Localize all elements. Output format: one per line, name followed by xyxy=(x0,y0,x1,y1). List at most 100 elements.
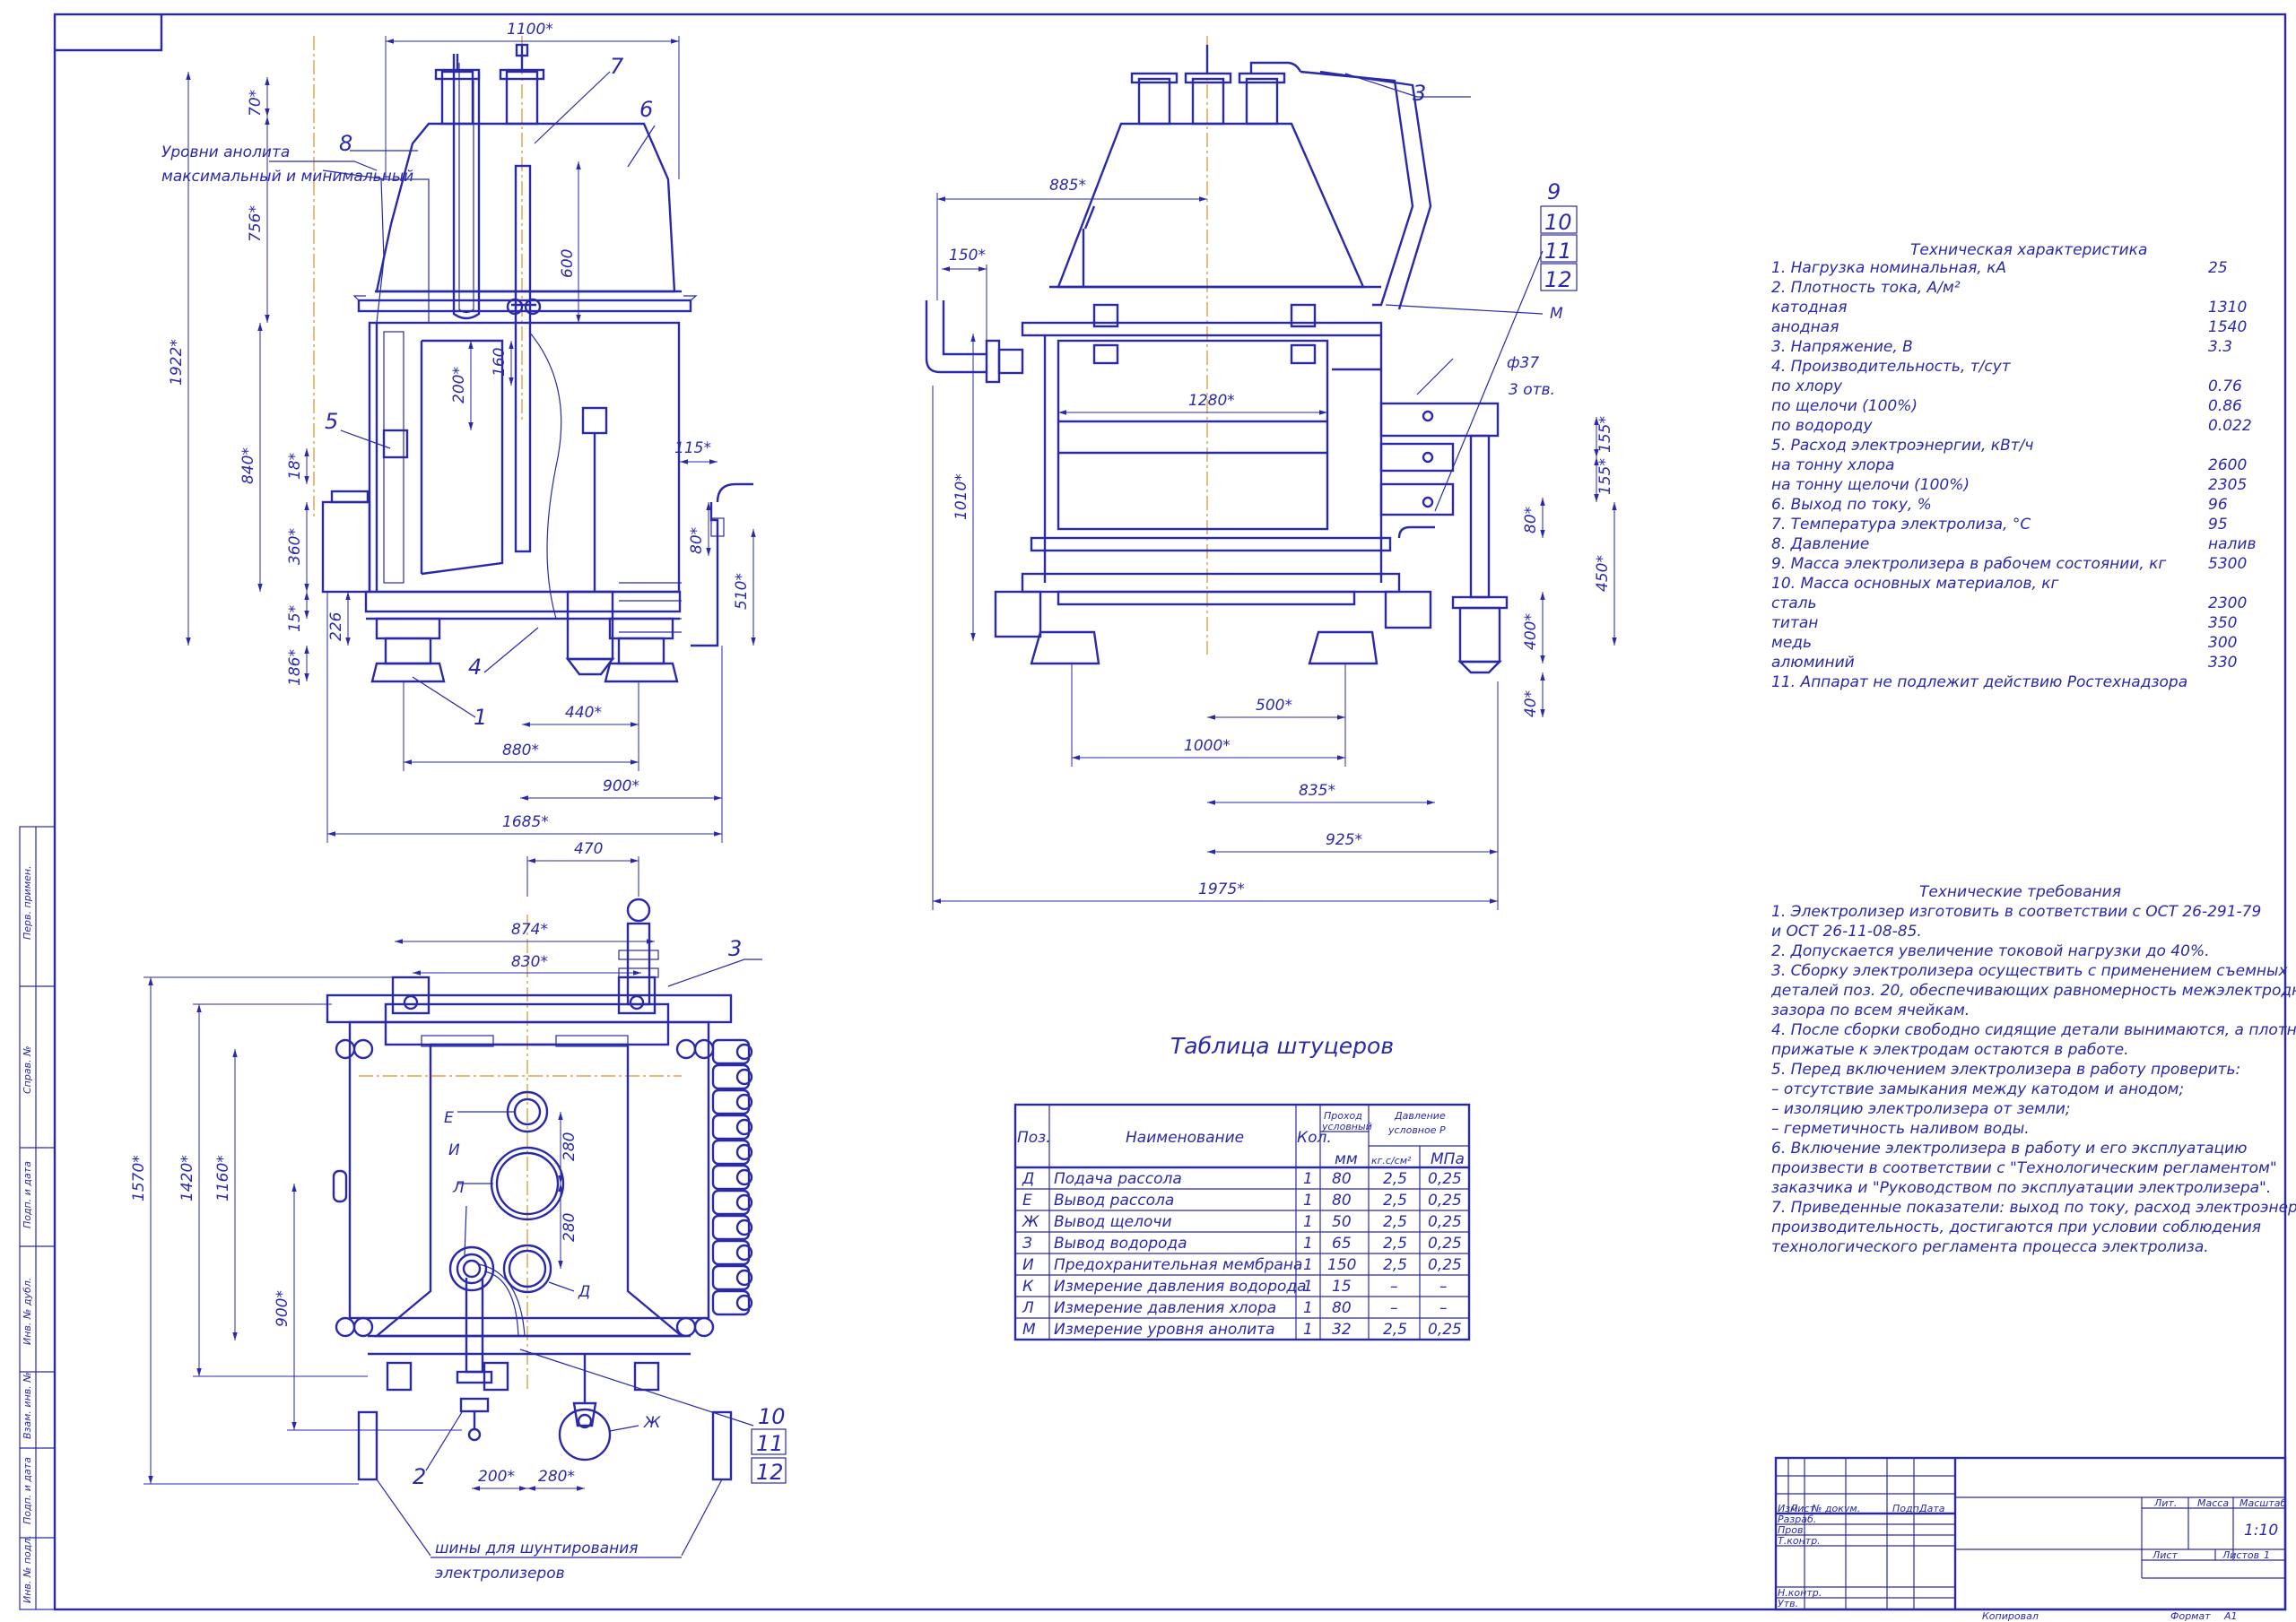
spec-label: титан xyxy=(1771,614,1818,632)
tb-col-date: Дата xyxy=(1918,1503,1945,1514)
tb-copied: Копировал xyxy=(1982,1610,2039,1622)
tb-col-izm: Изм. xyxy=(1778,1503,1801,1514)
tech-req-line: зазора по всем ячейкам. xyxy=(1771,1002,1970,1019)
tb-row-utv: Утв. xyxy=(1778,1598,1798,1609)
spec-label: алюминий xyxy=(1771,654,1855,672)
anolyte-note: максимальный и минимальный xyxy=(161,168,413,186)
spec-label: 2. Плотность тока, А/м² xyxy=(1771,279,1961,297)
plan-view xyxy=(326,898,762,1557)
table-row: К Измерение давления водорода 1 15 – – xyxy=(1022,1278,1448,1296)
table-header-p-mpa: МПа xyxy=(1431,1150,1465,1168)
cell-kgf: – xyxy=(1390,1278,1398,1296)
cell-dn: 32 xyxy=(1332,1321,1352,1339)
plan-dimensions xyxy=(144,856,655,1491)
spec-label: катодная xyxy=(1771,299,1848,317)
cell-qty: 1 xyxy=(1303,1299,1313,1317)
dim-text: 874* xyxy=(511,921,548,939)
table-header-dn: условный xyxy=(1321,1121,1372,1132)
tech-req-line: – герметичность наливом воды. xyxy=(1771,1120,2030,1138)
spec-label: 8. Давление xyxy=(1771,535,1869,553)
callout: 12 xyxy=(756,1460,784,1485)
dim-text: 155* xyxy=(1596,458,1614,495)
spec-label: 9. Масса электролизера в рабочем состоян… xyxy=(1771,555,2166,573)
spec-value: 0.022 xyxy=(2208,417,2252,435)
dim-text: 900* xyxy=(603,777,639,795)
cell-kgf: 2,5 xyxy=(1383,1321,1407,1339)
dim-text: 226 xyxy=(327,612,345,641)
sheet-frame xyxy=(19,13,2287,1611)
tech-spec-rows: 1. Нагрузка номинальная, кА 25 2. Плотно… xyxy=(1771,259,2256,691)
cell-mpa: 0,25 xyxy=(1428,1321,1462,1339)
strip-label: Справ. № xyxy=(22,1045,33,1094)
tech-req-line: деталей поз. 20, обеспечивающих равномер… xyxy=(1770,982,2296,1000)
tech-requirements: Технические требования 1. Электролизер и… xyxy=(1770,883,2296,1256)
dim-text: 1160* xyxy=(214,1155,232,1201)
table-row: Ж Вывод щелочи 1 50 2,5 0,25 xyxy=(1022,1213,1462,1231)
cell-kgf: 2,5 xyxy=(1383,1256,1407,1274)
dim-text: 500* xyxy=(1256,697,1292,715)
dim-text: 470 xyxy=(574,840,603,858)
cell-pos: Д xyxy=(1022,1170,1034,1188)
dim-text: 440* xyxy=(565,704,602,722)
spec-value: 95 xyxy=(2208,516,2228,533)
spec-label: сталь xyxy=(1771,594,1817,612)
cell-dn: 80 xyxy=(1332,1192,1352,1210)
tb-mass: Масса xyxy=(2197,1497,2229,1509)
table-row: Е Вывод рассола 1 80 2,5 0,25 xyxy=(1022,1192,1462,1210)
front-dim-texts: 1100* 70* 756* 1922* 600 200* 160 840* 1… xyxy=(168,21,751,831)
cell-kgf: 2,5 xyxy=(1383,1192,1407,1210)
callout: 3 xyxy=(1413,81,1426,106)
cell-kgf: – xyxy=(1390,1299,1398,1317)
spec-label: по щелочи (100%) xyxy=(1771,397,1918,415)
cell-mpa: 0,25 xyxy=(1428,1256,1462,1274)
table-header-dn-unit: мм xyxy=(1335,1150,1358,1168)
cell-qty: 1 xyxy=(1303,1192,1313,1210)
dim-text: 80* xyxy=(688,527,706,554)
table-header-p-kgf: кг.с/см² xyxy=(1371,1155,1412,1167)
dim-text: 1975* xyxy=(1198,880,1245,898)
tech-req-line: произвести в соответствии с "Технологиче… xyxy=(1771,1159,2277,1177)
strip-label: Подп. и дата xyxy=(22,1161,33,1228)
strip-label: Инв. № подл. xyxy=(22,1535,33,1603)
cell-pos: Л xyxy=(1022,1299,1034,1317)
tb-sheet: Лист xyxy=(2152,1549,2178,1561)
dim-text: 400* xyxy=(1522,613,1540,650)
dim-text: 756* xyxy=(247,205,265,242)
spec-value: 2300 xyxy=(2208,594,2247,612)
dim-text: 280 xyxy=(561,1132,578,1161)
table-row: М Измерение уровня анолита 1 32 2,5 0,25 xyxy=(1022,1321,1462,1339)
table-row: З Вывод водорода 1 65 2,5 0,25 xyxy=(1022,1235,1462,1253)
callout: Е xyxy=(444,1109,454,1127)
dim-text: 885* xyxy=(1049,177,1086,195)
dim-text: 360* xyxy=(286,528,304,565)
callout: 10 xyxy=(1544,210,1572,235)
tb-col-doc: № докум. xyxy=(1811,1503,1860,1514)
cell-qty: 1 xyxy=(1303,1278,1313,1296)
cell-qty: 1 xyxy=(1303,1235,1313,1253)
cell-name: Измерение давления водорода xyxy=(1054,1278,1307,1296)
table-header-pos: Поз. xyxy=(1017,1129,1051,1147)
title-block: Изм. Лист № докум. Подп. Дата Разраб. Пр… xyxy=(1774,1456,2286,1622)
table-header-dn: Проход xyxy=(1324,1110,1362,1122)
strip-label: Взам. инв. № xyxy=(22,1372,33,1439)
nozzle-table-title: Таблица штуцеров xyxy=(1170,1033,1394,1059)
tech-req-line: технологического регламента процесса эле… xyxy=(1771,1238,2209,1256)
dim-text: 70* xyxy=(247,90,265,117)
tb-sheets: Листов xyxy=(2222,1549,2259,1561)
dim-text: 280 xyxy=(561,1213,578,1242)
dim-text: 830* xyxy=(511,953,548,971)
spec-label: 3. Напряжение, В xyxy=(1771,338,1913,356)
dim-text: 155* xyxy=(1596,416,1614,453)
tech-req-line: 3. Сборку электролизера осуществить с пр… xyxy=(1771,962,2288,980)
left-strip-labels: Перв. примен. Справ. № Подп. и дата Инв.… xyxy=(22,865,33,1603)
callout: 11 xyxy=(1544,239,1572,264)
spec-value: 2600 xyxy=(2208,456,2247,474)
tech-req-title: Технические требования xyxy=(1919,883,2121,901)
tb-row-prov: Пров. xyxy=(1778,1524,1806,1536)
cell-name: Вывод водорода xyxy=(1054,1235,1187,1253)
dim-text: 186* xyxy=(286,649,304,686)
dim-text: 15* xyxy=(286,605,304,632)
tech-req-line: – изоляцию электролизера от земли; xyxy=(1771,1100,2071,1118)
cell-mpa: – xyxy=(1439,1278,1448,1296)
cell-dn: 80 xyxy=(1332,1299,1352,1317)
